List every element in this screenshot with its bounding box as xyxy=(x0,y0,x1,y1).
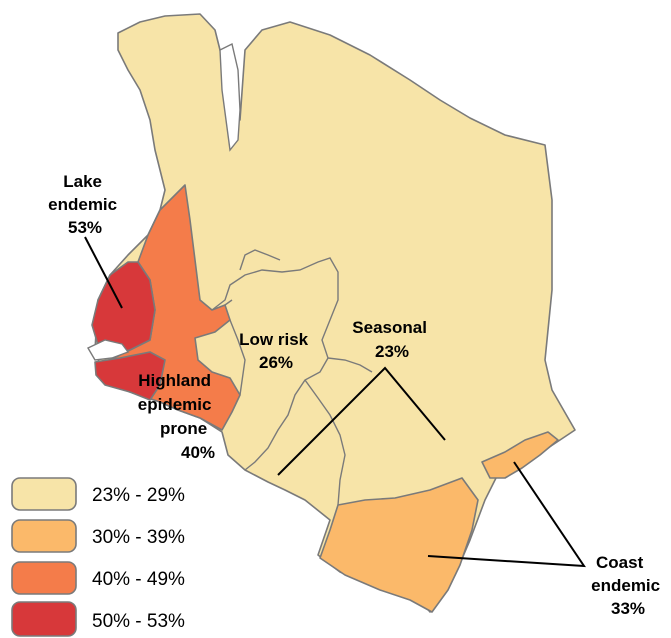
legend-item: 50% - 53% xyxy=(11,601,185,637)
coast-label-line-3: 33% xyxy=(611,599,645,618)
highland-label-line-1: Highland xyxy=(138,371,211,390)
legend-item: 23% - 29% xyxy=(11,477,185,511)
legend-item: 40% - 49% xyxy=(11,561,185,595)
coast-label: Coast endemic 33% xyxy=(591,553,665,618)
coast-label-line-1: Coast xyxy=(596,553,644,572)
highland-label: Highland epidemic prone 40% xyxy=(138,371,216,462)
internal-border-3 xyxy=(304,379,346,506)
lake-label-line-3: 53% xyxy=(68,218,102,237)
highland-label-line-4: 40% xyxy=(181,443,215,462)
legend-swatch xyxy=(11,601,77,637)
lake-victoria xyxy=(87,339,130,361)
seasonal-label-line-2: 23% xyxy=(375,342,409,361)
coast-leader-line xyxy=(427,461,586,568)
low-risk-label-line-1: Low risk xyxy=(239,330,309,349)
lake-label-line-2: endemic xyxy=(48,195,117,214)
internal-border-2 xyxy=(229,319,246,396)
legend: 23% - 29% 30% - 39% 40% - 49% 50% - 53% xyxy=(11,477,185,637)
seasonal-leader-line xyxy=(277,366,446,476)
lake-label: Lake endemic 53% xyxy=(48,172,122,237)
lake-leader-line xyxy=(84,236,123,309)
lake-label-line-1: Lake xyxy=(63,172,102,191)
lake-endemic-region xyxy=(91,261,156,356)
seasonal-label: Seasonal 23% xyxy=(352,318,431,361)
legend-label: 30% - 39% xyxy=(92,527,185,548)
coast-north-region xyxy=(481,431,559,479)
legend-label: 40% - 49% xyxy=(92,569,185,590)
internal-border-1 xyxy=(211,257,339,471)
legend-swatch xyxy=(11,561,77,595)
seasonal-label-line-1: Seasonal xyxy=(352,318,427,337)
legend-item: 30% - 39% xyxy=(11,519,185,553)
low-risk-label-line-2: 26% xyxy=(259,353,293,372)
coast-south-region xyxy=(319,477,479,613)
lake-turkana xyxy=(219,42,241,152)
legend-swatch xyxy=(11,519,77,553)
internal-border-4 xyxy=(239,249,281,271)
highland-label-line-3: prone xyxy=(160,419,207,438)
legend-swatch xyxy=(11,477,77,511)
legend-label: 23% - 29% xyxy=(92,485,185,506)
coast-label-line-2: endemic xyxy=(591,576,660,595)
lake-endemic-south-region xyxy=(94,351,166,401)
highland-label-line-2: epidemic xyxy=(138,395,212,414)
internal-border-5 xyxy=(327,357,373,373)
internal-border-6 xyxy=(224,299,233,306)
legend-label: 50% - 53% xyxy=(92,611,185,632)
low-risk-label: Low risk 26% xyxy=(239,330,313,372)
